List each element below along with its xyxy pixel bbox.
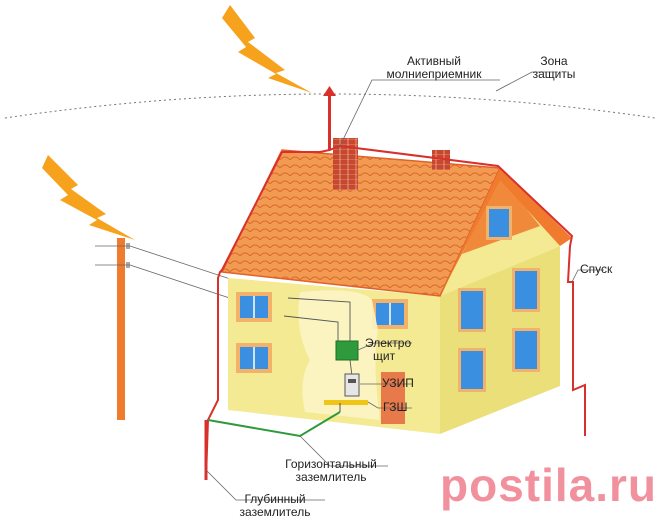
internal-wiring [287,297,351,345]
label-active-rod-line2: молниеприемник [386,67,482,81]
label-deep-ground-line2: заземлитель [239,505,311,519]
front-windows [236,292,408,373]
house-door [381,372,405,424]
label-horizontal-ground: Горизонтальный заземлитель [268,458,394,484]
lightning-bolt-left [42,155,135,240]
label-horizontal-ground-line1: Горизонтальный [285,457,377,471]
surge-protector [344,373,360,397]
chimney-right [432,150,450,170]
label-protection-zone-line1: Зона [540,54,568,68]
label-protection-zone: Зона защиты [524,55,584,81]
label-downconductor: Спуск [580,262,613,276]
internal-wiring [283,315,339,345]
label-active-rod: Активный молниеприемник [375,55,493,81]
label-active-rod-line1: Активный [407,54,461,68]
roof-conductor [282,144,586,436]
watermark: postila.ru [440,459,658,511]
label-deep-ground: Глубинный заземлитель [225,493,325,519]
label-deep-ground-line1: Глубинный [244,492,306,506]
lightning-bolt-top [222,5,312,93]
side-windows [458,206,540,392]
label-uzip: УЗИП [382,376,414,390]
surge-protector-module [348,379,356,383]
label-gzsh: ГЗШ [383,400,408,414]
ground-bus-bar [324,400,368,405]
label-panel-line1: Электро [365,336,412,350]
internal-wiring [349,359,353,377]
electrical-panel [335,340,359,361]
utility-pole [117,238,125,420]
label-protection-zone-line2: защиты [532,67,576,81]
active-lightning-rod-tip [323,86,336,96]
label-electrical-panel: Электро щит [365,337,411,363]
label-horizontal-ground-line2: заземлитель [295,470,367,484]
label-panel-line2: щит [373,349,396,363]
leader-lines [205,71,604,501]
